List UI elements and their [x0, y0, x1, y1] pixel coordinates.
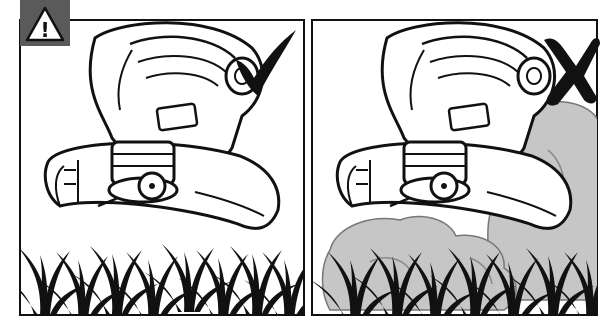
panel-correct	[0, 20, 330, 320]
warning-symbol: !	[40, 18, 49, 42]
warning-badge: !	[20, 0, 70, 46]
panel-incorrect	[310, 20, 612, 321]
